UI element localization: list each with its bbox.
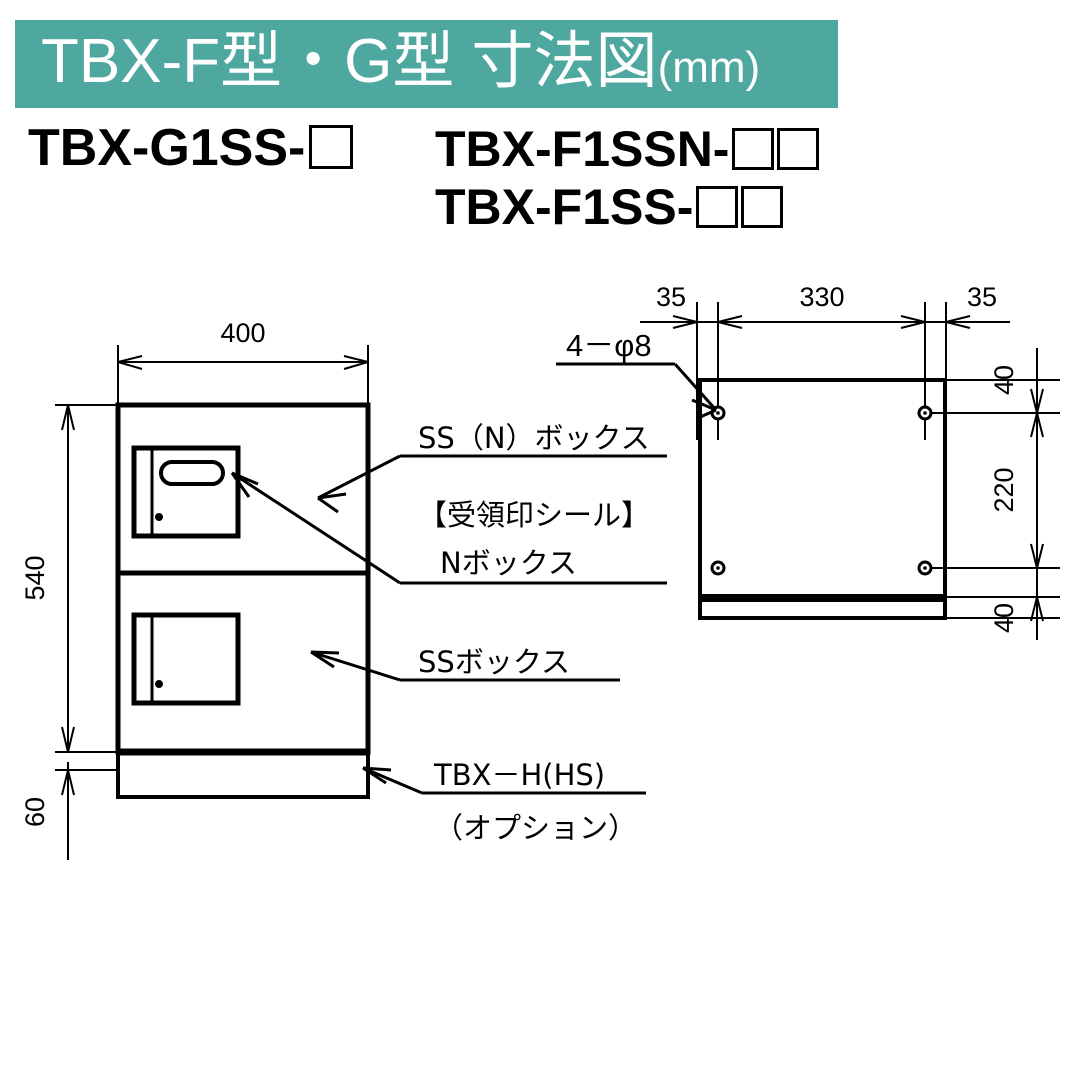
callout-tbx-h: TBX－H(HS) （オプション）	[362, 758, 646, 845]
mounting-holes	[710, 405, 933, 576]
callout-mounting-holes: 4－φ8	[556, 328, 718, 420]
receipt-seal-plate	[159, 460, 225, 486]
front-base-dimension: 60	[20, 762, 118, 860]
side-base-plinth	[698, 598, 947, 620]
model-suffix-box	[732, 128, 775, 170]
dim-base-60: 60	[20, 797, 50, 827]
side-body-outline	[698, 378, 947, 599]
lower-door-lock-icon	[155, 680, 163, 688]
side-view-group: 35 330 35	[556, 282, 1060, 640]
model-suffix-box	[309, 125, 354, 169]
lower-door	[131, 612, 241, 706]
callout-tbx-h-label: TBX－H(HS)	[433, 758, 605, 792]
base-plinth	[116, 750, 370, 799]
model-number-f1ssn: TBX-F1SSN-	[435, 121, 820, 177]
dim-top-40: 40	[989, 365, 1019, 395]
model-number-f1ssn-text: TBX-F1SSN-	[435, 121, 730, 177]
model-number-g1ss: TBX-G1SS-	[28, 119, 354, 177]
model-number-f1ss: TBX-F1SS-	[435, 179, 784, 235]
dim-left-35: 35	[656, 282, 686, 312]
dim-bottom-40: 40	[989, 603, 1019, 633]
side-vertical-dimensions: 40 220 40	[930, 348, 1060, 640]
model-number-g1ss-text: TBX-G1SS-	[28, 119, 306, 177]
front-view-group: 400 540 60	[20, 318, 667, 860]
callout-ss-box: SSボックス	[310, 645, 620, 682]
model-suffix-box	[696, 186, 739, 228]
dim-middle-220: 220	[989, 467, 1019, 512]
model-suffix-box	[777, 128, 820, 170]
model-suffix-box	[741, 186, 784, 228]
callout-tbx-h-option-label: （オプション）	[434, 811, 637, 845]
callout-ss-n-box: SS（N）ボックス	[317, 421, 667, 514]
callout-ss-box-label: SSボックス	[418, 645, 570, 679]
upper-door	[131, 445, 241, 539]
dim-height-540: 540	[20, 555, 50, 600]
title-banner: TBX-F型・G型 寸法図(mm)	[15, 20, 838, 108]
cabinet-outline	[115, 402, 371, 755]
dim-width-400: 400	[220, 318, 265, 348]
front-height-dimension: 540	[20, 404, 118, 753]
front-width-dimension: 400	[117, 318, 369, 418]
callout-receipt-seal-label: 【受領印シール】	[418, 498, 650, 532]
dimension-drawing: 400 540 60	[20, 282, 1060, 860]
dim-middle-330: 330	[799, 282, 844, 312]
callout-holes-label: 4－φ8	[566, 328, 652, 363]
title-main: TBX-F型・G型 寸法図	[41, 27, 658, 96]
dim-right-35: 35	[967, 282, 997, 312]
callout-n-box-label: Nボックス	[440, 546, 577, 580]
upper-door-lock-icon	[155, 513, 163, 521]
callout-n-box: 【受領印シール】 Nボックス	[230, 471, 667, 585]
callout-ss-n-box-label: SS（N）ボックス	[418, 421, 650, 455]
model-number-f1ss-text: TBX-F1SS-	[435, 179, 694, 235]
title-banner-text: TBX-F型・G型 寸法図(mm)	[15, 31, 760, 93]
title-unit: (mm)	[657, 43, 761, 92]
